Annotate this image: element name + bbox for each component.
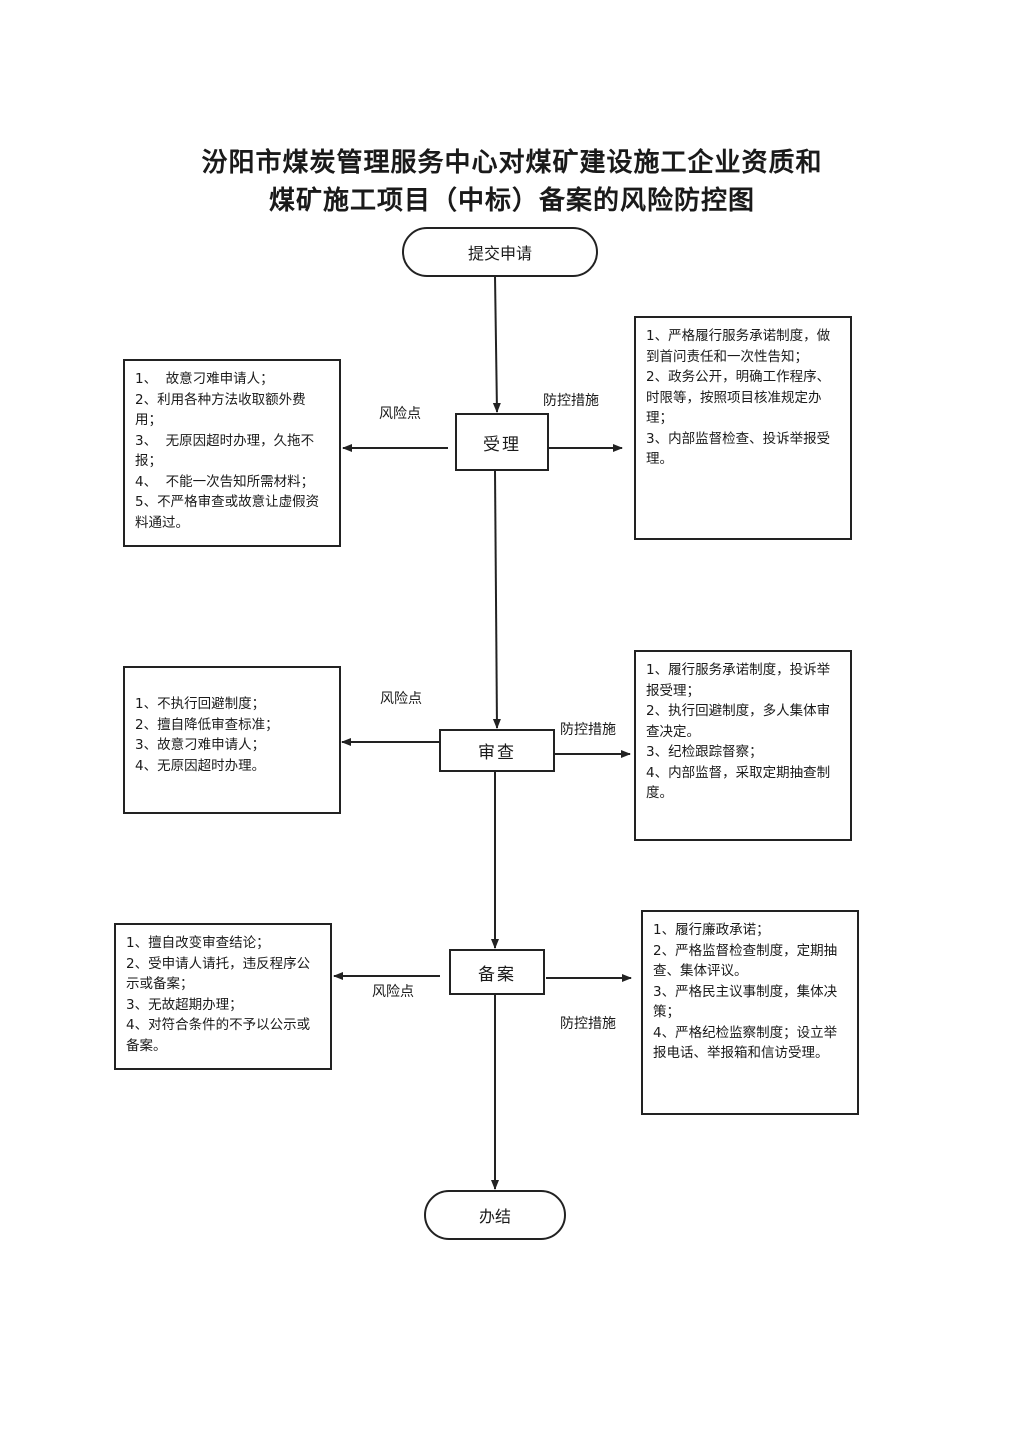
accept-risk-5: 5、不严格审查或故意让虚假资料通过。 bbox=[135, 494, 320, 531]
accept-risk-4: 4、 不能一次告知所需材料； bbox=[135, 473, 315, 490]
record-node: 备案 bbox=[449, 949, 545, 995]
accept-risks-box: 1、 故意刁难申请人； 2、利用各种方法收取额外费用； 3、 无原因超时办理，久… bbox=[123, 359, 341, 547]
accept-risk-2: 2、利用各种方法收取额外费用； bbox=[135, 391, 306, 429]
control-label-accept: 防控措施 bbox=[543, 393, 599, 409]
accept-control-2: 2、政务公开，明确工作程序、时限等，按照项目核准规定办理； bbox=[646, 369, 831, 426]
record-risk-1: 1、擅自改变审查结论； bbox=[126, 935, 270, 951]
review-control-2: 2、执行回避制度，多人集体审查决定。 bbox=[646, 703, 831, 740]
record-controls-box: 1、履行廉政承诺； 2、严格监督检查制度，定期抽查、集体评议。 3、严格民主议事… bbox=[641, 910, 859, 1115]
record-control-2: 2、严格监督检查制度，定期抽查、集体评议。 bbox=[653, 942, 838, 980]
record-risk-2: 2、受申请人请托，违反程序公示或备案； bbox=[126, 955, 311, 993]
review-risk-3: 3、故意刁难申请人； bbox=[135, 737, 266, 753]
accept-control-1: 1、严格履行服务承诺制度，做到首问责任和一次性告知； bbox=[646, 328, 831, 365]
control-label-record: 防控措施 bbox=[560, 1016, 616, 1032]
record-control-4: 4、严格纪检监察制度；设立举报电话、举报箱和信访受理。 bbox=[653, 1024, 838, 1062]
review-control-3: 3、纪检跟踪督察； bbox=[646, 744, 763, 760]
accept-control-3: 3、内部监督检查、投诉举报受理。 bbox=[646, 430, 831, 468]
review-risks-box: 1、不执行回避制度； 2、擅自降低审查标准； 3、故意刁难申请人； 4、无原因超… bbox=[123, 666, 341, 814]
accept-risk-3: 3、 无原因超时办理，久拖不报； bbox=[135, 432, 315, 470]
accept-controls-box: 1、严格履行服务承诺制度，做到首问责任和一次性告知； 2、政务公开，明确工作程序… bbox=[634, 316, 852, 540]
record-control-1: 1、履行廉政承诺； bbox=[653, 922, 770, 938]
review-controls-box: 1、履行服务承诺制度，投诉举报受理； 2、执行回避制度，多人集体审查决定。 3、… bbox=[634, 650, 852, 841]
arrow-start-to-accept bbox=[492, 275, 501, 413]
page-title-line-1: 汾阳市煤炭管理服务中心对煤矿建设施工企业资质和 bbox=[201, 148, 823, 178]
record-risk-4: 4、对符合条件的不予以公示或备案。 bbox=[126, 1017, 311, 1054]
start-node: 提交申请 bbox=[402, 227, 598, 277]
risk-label-record: 风险点 bbox=[372, 984, 414, 1000]
review-risk-1: 1、不执行回避制度； bbox=[135, 696, 266, 712]
record-risks-box: 1、擅自改变审查结论； 2、受申请人请托，违反程序公示或备案； 3、无故超期办理… bbox=[114, 923, 332, 1070]
page-title-line-2: 煤矿施工项目（中标）备案的风险防控图 bbox=[268, 186, 755, 216]
review-control-1: 1、履行服务承诺制度，投诉举报受理； bbox=[646, 662, 831, 699]
risk-label-accept: 风险点 bbox=[379, 406, 421, 422]
arrow-accept-to-review bbox=[492, 470, 501, 729]
record-control-3: 3、严格民主议事制度，集体决策； bbox=[653, 983, 838, 1021]
record-risk-3: 3、无故超期办理； bbox=[126, 996, 243, 1013]
control-label-review: 防控措施 bbox=[560, 722, 616, 738]
review-risk-4: 4、无原因超时办理。 bbox=[135, 757, 266, 774]
end-node: 办结 bbox=[424, 1190, 566, 1240]
accept-node: 受理 bbox=[455, 413, 549, 471]
review-risk-2: 2、擅自降低审查标准； bbox=[135, 716, 279, 733]
review-node: 审查 bbox=[439, 729, 555, 772]
risk-label-review: 风险点 bbox=[380, 691, 422, 707]
review-control-4: 4、内部监督，采取定期抽查制度。 bbox=[646, 764, 831, 802]
accept-risk-1: 1、 故意刁难申请人； bbox=[135, 371, 274, 387]
